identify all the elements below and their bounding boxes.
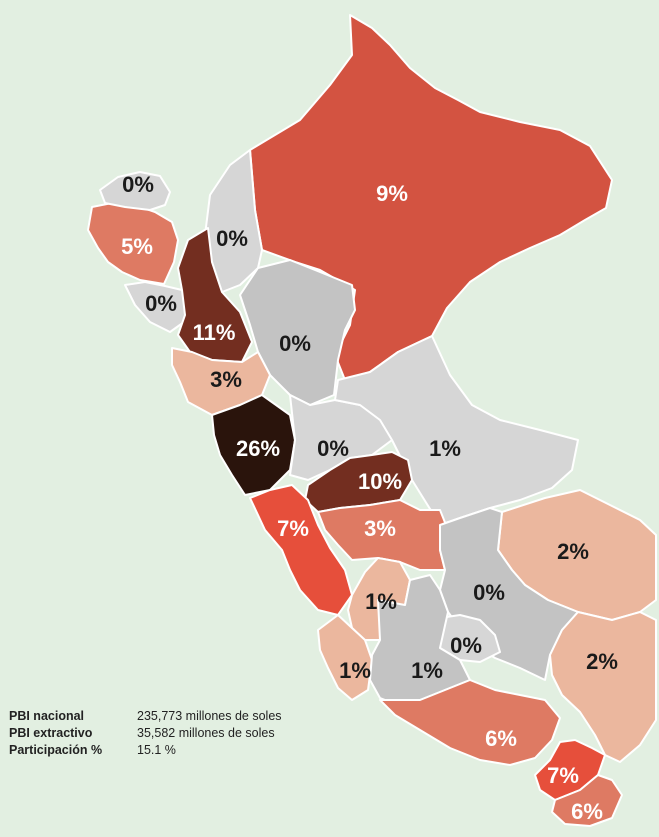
region-share-label: 2% xyxy=(586,649,618,674)
region-share-label: 0% xyxy=(317,436,349,461)
region-tacna[interactable] xyxy=(551,774,623,827)
region-share-label: 26% xyxy=(236,436,280,461)
stat-value: 35,582 millones de soles xyxy=(137,726,275,740)
region-share-label: 0% xyxy=(473,580,505,605)
region-share-label: 1% xyxy=(365,589,397,614)
stat-value: 235,773 millones de soles xyxy=(137,709,282,723)
region-san-martin[interactable] xyxy=(239,259,356,406)
stat-label: Participación % xyxy=(9,743,103,757)
region-ica[interactable] xyxy=(317,614,373,701)
region-share-label: 10% xyxy=(358,469,402,494)
region-share-label: 3% xyxy=(364,516,396,541)
region-share-label: 0% xyxy=(122,172,154,197)
region-share-label: 0% xyxy=(145,291,177,316)
region-share-label: 1% xyxy=(429,436,461,461)
region-share-label: 2% xyxy=(557,539,589,564)
pbi-summary-table: PBI nacional 235,773 millones de soles P… xyxy=(9,708,282,759)
region-share-label: 3% xyxy=(210,367,242,392)
stat-label: PBI extractivo xyxy=(9,726,93,740)
region-tumbes[interactable] xyxy=(99,171,171,211)
pbi-extractivo-row: PBI extractivo 35,582 millones de soles xyxy=(9,725,282,742)
region-share-label: 11% xyxy=(193,320,236,345)
region-share-label: 1% xyxy=(411,658,443,683)
region-share-label: 0% xyxy=(450,633,482,658)
region-share-label: 1% xyxy=(339,658,371,683)
region-share-label: 0% xyxy=(279,331,311,356)
region-share-label: 6% xyxy=(485,726,517,751)
region-ancash[interactable] xyxy=(211,394,296,496)
region-share-label: 5% xyxy=(121,234,153,259)
region-share-label: 7% xyxy=(547,763,579,788)
participacion-row: Participación % 15.1 % xyxy=(9,742,282,759)
pbi-nacional-row: PBI nacional 235,773 millones de soles xyxy=(9,708,282,725)
region-ucayali[interactable] xyxy=(334,335,579,526)
region-share-label: 6% xyxy=(571,799,603,824)
region-arequipa[interactable] xyxy=(379,679,561,766)
stat-value: 15.1 % xyxy=(137,743,176,757)
region-puno[interactable] xyxy=(549,611,657,763)
stat-label: PBI nacional xyxy=(9,709,85,723)
region-share-label: 7% xyxy=(277,516,309,541)
region-share-label: 9% xyxy=(376,181,408,206)
region-share-label: 0% xyxy=(216,226,248,251)
